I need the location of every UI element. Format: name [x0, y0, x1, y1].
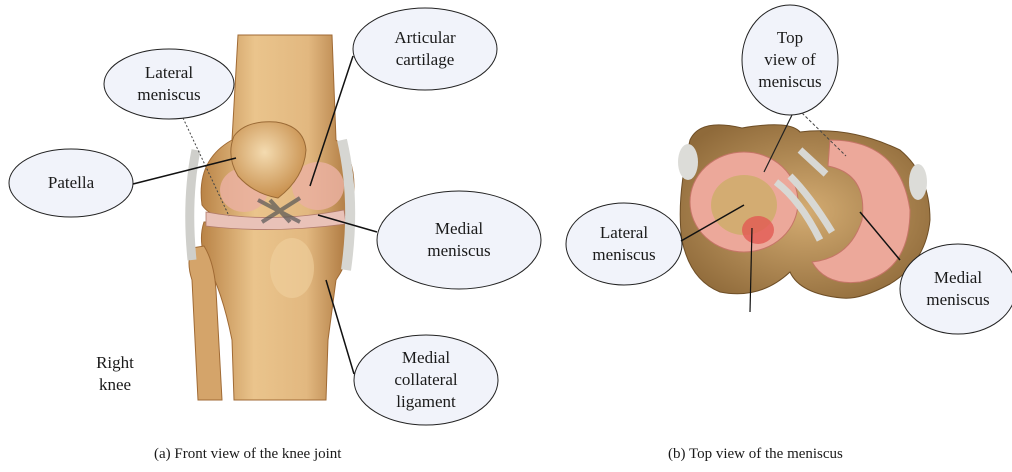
- top-view-illustration: [678, 125, 930, 298]
- label-medial-meniscus-b: Medial meniscus: [908, 267, 1008, 311]
- tendon-cap-right: [909, 164, 927, 200]
- tendon-cap-left: [678, 144, 698, 180]
- caption-panel-a: (a) Front view of the knee joint: [154, 446, 341, 463]
- label-patella: Patella: [21, 172, 121, 194]
- label-medial-meniscus-a: Medial meniscus: [409, 218, 509, 262]
- label-lateral-meniscus-b: Lateral meniscus: [574, 222, 674, 266]
- label-right-knee: Right knee: [80, 352, 150, 396]
- label-articular-cartilage: Articular cartilage: [375, 27, 475, 71]
- lateral-collateral-ligament: [190, 150, 196, 260]
- label-medial-collateral-ligament: Medial collateral ligament: [376, 347, 476, 413]
- label-top-view: Top view of meniscus: [745, 27, 835, 93]
- caption-panel-b: (b) Top view of the meniscus: [668, 446, 843, 463]
- label-lateral-meniscus-a: Lateral meniscus: [119, 62, 219, 106]
- tibial-tuberosity: [270, 238, 314, 298]
- meniscus-tear: [742, 216, 774, 244]
